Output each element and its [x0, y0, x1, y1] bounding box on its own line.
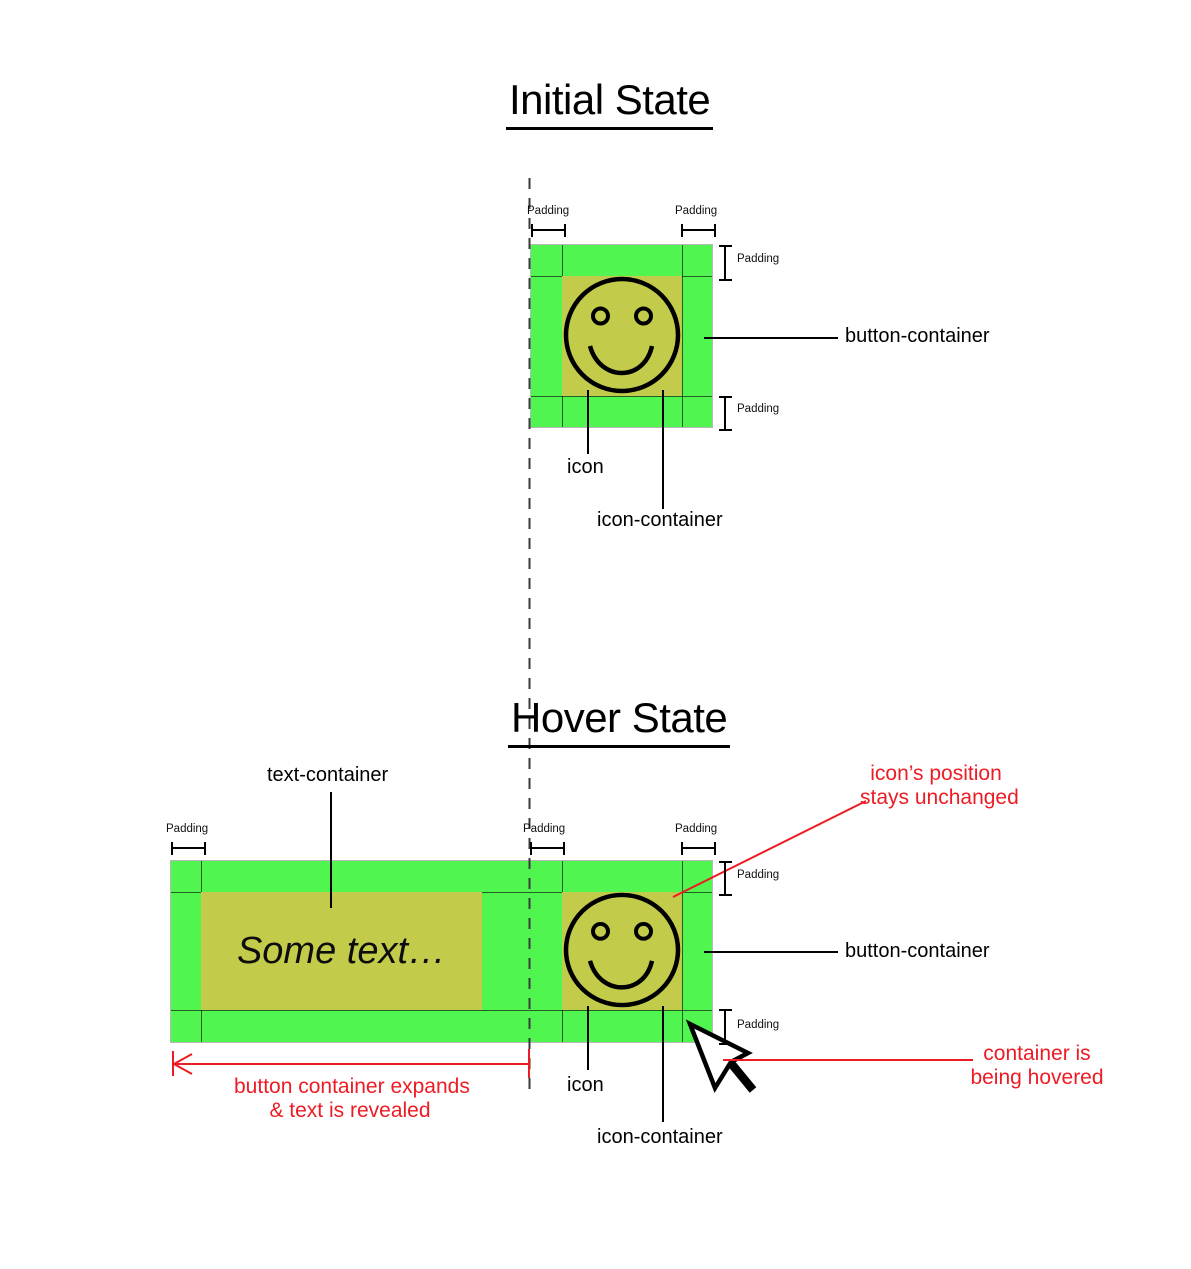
hover-icon-container [562, 892, 682, 1010]
hover-state-title: Hover State [508, 694, 731, 748]
padding-label: Padding [737, 403, 780, 415]
revealed-text: Some text… [236, 929, 447, 972]
padding-bracket [531, 224, 566, 237]
button-container-leader-line [704, 337, 838, 339]
expansion-note-line1: button container expands [234, 1075, 470, 1098]
expansion-note-line2: & text is revealed [269, 1099, 431, 1122]
icon-container-label: icon-container [597, 509, 723, 531]
hovered-note-line2: being hovered [970, 1066, 1104, 1089]
button-container-label: button-container [845, 325, 990, 347]
hovered-note-line1: container is [983, 1042, 1091, 1065]
expansion-note: button container expands & text is revea… [234, 1075, 470, 1123]
button-container-label: button-container [845, 940, 990, 962]
padding-label: Padding [675, 823, 718, 835]
padding-bracket [171, 842, 206, 855]
padding-label: Padding [737, 869, 780, 881]
padding-grid-line [682, 245, 683, 427]
icon-container-leader-line [662, 390, 664, 509]
expansion-arrow [171, 1049, 530, 1078]
padding-label: Padding [527, 205, 570, 217]
padding-bracket [681, 842, 716, 855]
text-container-label: text-container [267, 764, 389, 786]
icon-position-note-line1: icon’s position [870, 762, 1002, 785]
icon-label: icon [567, 1074, 604, 1096]
padding-bracket [719, 245, 732, 281]
hovered-note: container is being hovered [964, 1042, 1110, 1090]
padding-grid-line [171, 1010, 712, 1011]
padding-bracket [530, 842, 565, 855]
padding-label: Padding [737, 253, 780, 265]
icon-container-leader-line [662, 1006, 664, 1122]
padding-bracket [719, 396, 732, 431]
hover-text-container: Some text… [201, 892, 482, 1010]
padding-label: Padding [166, 823, 209, 835]
padding-bracket [719, 1009, 732, 1045]
padding-label: Padding [523, 823, 566, 835]
padding-bracket [681, 224, 716, 237]
initial-icon-container [562, 276, 682, 396]
initial-button-container [531, 245, 712, 427]
smiley-icon [563, 276, 681, 394]
padding-bracket [719, 861, 732, 896]
icon-label: icon [567, 456, 604, 478]
smiley-icon [563, 892, 681, 1008]
padding-grid-line [531, 396, 712, 397]
text-container-leader-line [330, 792, 332, 908]
button-container-leader-line [704, 951, 838, 953]
padding-label: Padding [737, 1019, 780, 1031]
icon-position-note-line2: stays unchanged [860, 786, 1019, 809]
hover-button-container: Some text… [171, 861, 712, 1042]
padding-label: Padding [675, 205, 718, 217]
icon-position-note: icon’s position stays unchanged [860, 762, 1019, 810]
icon-container-label: icon-container [597, 1126, 723, 1148]
initial-state-title: Initial State [506, 76, 714, 130]
padding-grid-line [682, 861, 683, 1042]
icon-leader-line [587, 1006, 589, 1070]
icon-leader-line [587, 390, 589, 454]
